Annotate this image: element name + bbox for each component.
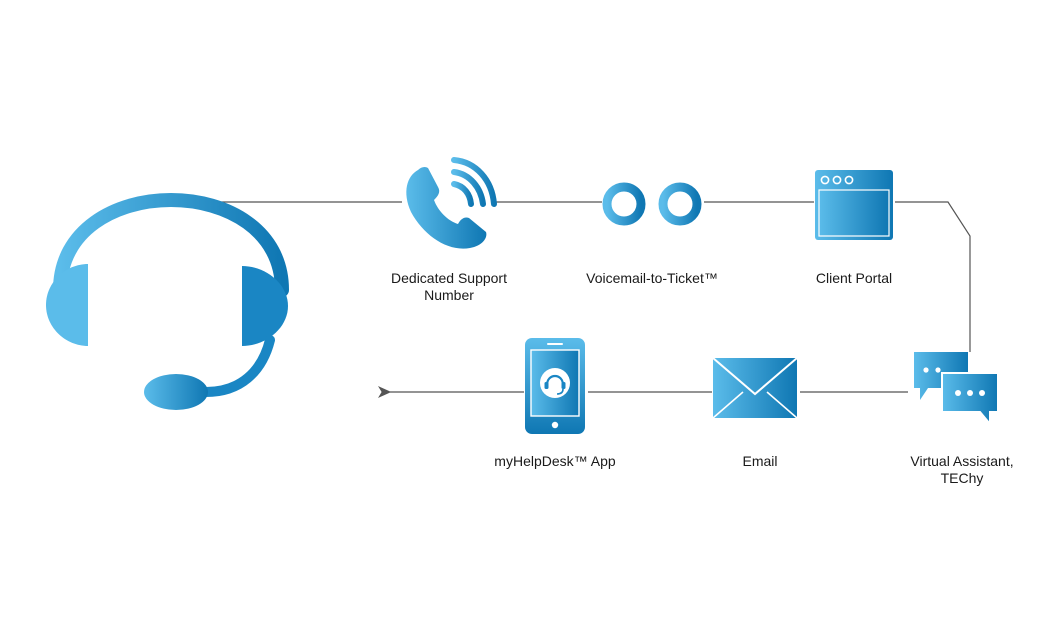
connector-lines [220, 201, 971, 398]
phone-ringing-icon [406, 157, 497, 249]
voicemail-node-label: Voicemail-to-Ticket™ [572, 270, 732, 287]
assistant-node-label: Virtual Assistant, TEChy [890, 453, 1034, 487]
app-node-label: myHelpDesk™ App [480, 453, 630, 470]
headset-icon [46, 193, 289, 410]
browser-window-icon [815, 170, 893, 240]
assistant-node-label-line2: TEChy [940, 470, 984, 486]
phone-node-label-line2: Number [424, 287, 474, 303]
email-node-label: Email [710, 453, 810, 470]
connector-portal-assistant [895, 201, 971, 352]
voicemail-node-label-text: Voicemail-to-Ticket™ [586, 270, 718, 286]
portal-node-label-text: Client Portal [815, 270, 893, 286]
assistant-node-label-line1: Virtual Assistant, [910, 453, 1014, 469]
email-node-label-text: Email [742, 453, 778, 469]
app-node-label-text: myHelpDesk™ App [494, 453, 616, 469]
chat-bubbles-icon [914, 352, 999, 427]
envelope-icon [712, 357, 798, 419]
voicemail-icon [602, 182, 702, 226]
phone-node-label-line1: Dedicated Support [391, 270, 507, 286]
portal-node-label: Client Portal [784, 270, 924, 287]
phone-node-label: Dedicated Support Number [368, 270, 530, 304]
mobile-app-icon [525, 338, 585, 434]
